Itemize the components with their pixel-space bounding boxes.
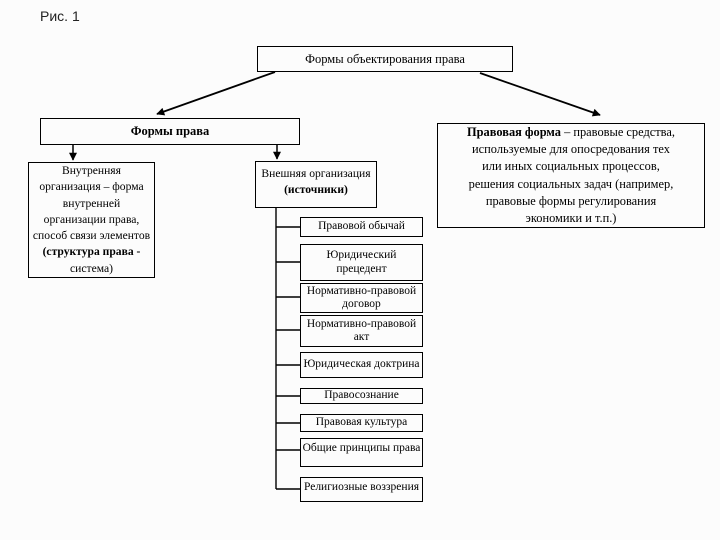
node-forms-of-law: Формы права — [40, 118, 300, 145]
figure-label: Рис. 1 — [40, 8, 80, 24]
source-item-legal-custom: Правовой обычай — [300, 217, 423, 237]
source-item-legal-consciousness: Правосознание — [300, 388, 423, 404]
node-external-organization: Внешняя организация (источники) — [255, 161, 377, 208]
source-item-religious-views: Религиозные воззрения — [300, 477, 423, 502]
node-forms-of-objectification-label: Формы объектирования права — [305, 51, 465, 66]
external-organization-line2: (источники) — [284, 183, 348, 196]
root-to-children-arrows — [156, 71, 601, 117]
source-item-general-principles: Общие принципы права — [300, 438, 423, 467]
node-forms-of-law-label: Формы права — [130, 124, 210, 138]
forms-to-children-arrows — [69, 145, 281, 161]
node-forms-of-objectification: Формы объектирования права — [257, 46, 513, 72]
legal-form-text: Правовая форма – правовые средства, испо… — [467, 124, 675, 225]
internal-organization-text: Внутренняя организация – форма внутренне… — [32, 163, 151, 275]
node-legal-form-definition: Правовая форма – правовые средства, испо… — [437, 123, 705, 228]
source-item-legal-doctrine: Юридическая доктрина — [300, 352, 423, 378]
external-organization-line1: Внешняя организация — [261, 167, 371, 180]
legal-form-bold: Правовая форма — [467, 124, 561, 139]
source-item-legal-culture: Правовая культура — [300, 414, 423, 432]
source-item-judicial-precedent: Юридический прецедент — [300, 244, 423, 281]
sources-tree-connectors — [275, 208, 300, 490]
node-internal-organization: Внутренняя организация – форма внутренне… — [28, 162, 155, 278]
source-item-normative-act: Нормативно-правовой акт — [300, 315, 423, 347]
source-item-normative-contract: Нормативно-правовой договор — [300, 283, 423, 313]
internal-organization-bold: (структура права - — [42, 245, 141, 259]
